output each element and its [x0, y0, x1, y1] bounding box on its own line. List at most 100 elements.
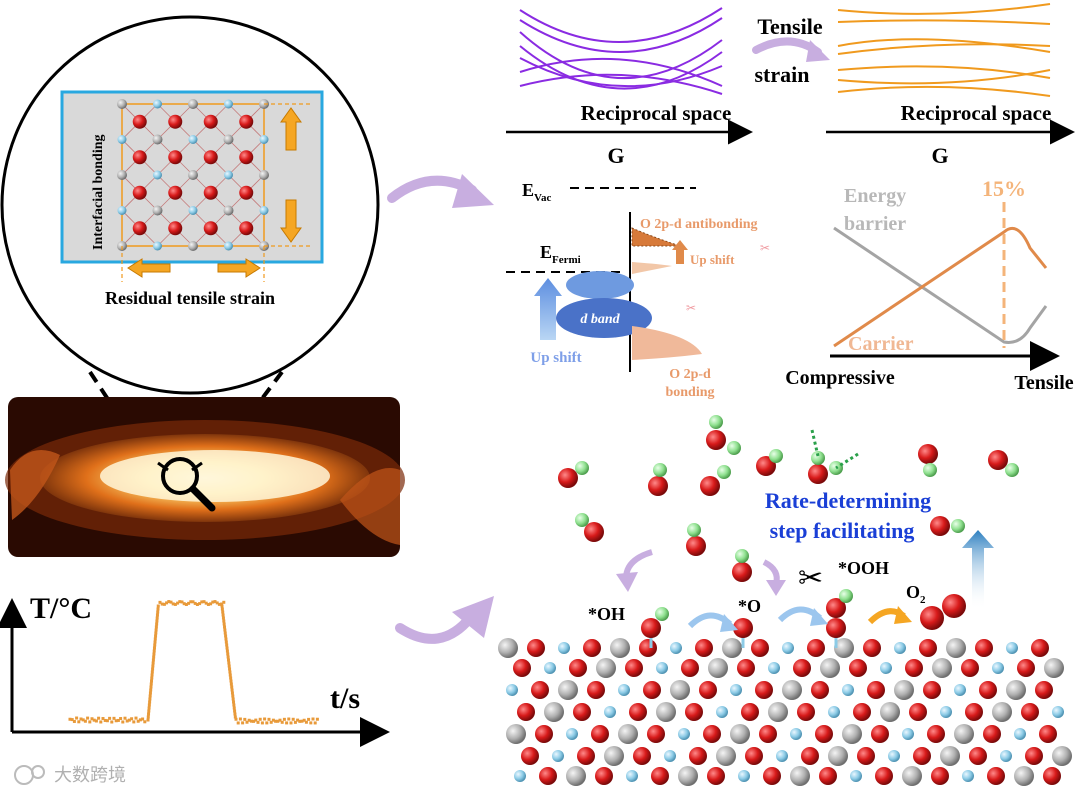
- lattice-atoms: [117, 99, 269, 251]
- metal-atom: [902, 766, 922, 786]
- o-label: *O: [738, 596, 761, 616]
- trace-point: [154, 625, 158, 629]
- light-atom: [117, 206, 127, 215]
- trace-point: [165, 601, 169, 605]
- oxygen-atom: [756, 456, 776, 476]
- trace-point: [97, 716, 101, 720]
- light-atom: [670, 642, 682, 654]
- trace-point: [127, 718, 131, 722]
- oer-surface-scene: Rate-determining step facilitating *OH *…: [498, 415, 1072, 786]
- trace-point: [260, 721, 264, 725]
- trace-point: [282, 717, 286, 721]
- oxygen-atom: [826, 598, 846, 618]
- light-atom: [850, 770, 862, 782]
- oxygen-atom: [919, 639, 937, 657]
- oxygen-atom: [909, 703, 927, 721]
- trace-point: [155, 613, 159, 617]
- light-atom: [153, 170, 162, 180]
- light-atom: [259, 135, 269, 144]
- oxygen-atom: [763, 767, 781, 785]
- light-atom: [768, 662, 780, 674]
- light-atom: [664, 750, 676, 762]
- trace-point: [70, 718, 74, 722]
- trace-point: [79, 717, 83, 721]
- trace-point: [150, 676, 154, 680]
- metal-atom: [596, 658, 616, 678]
- hydrogen-atom: [1005, 463, 1019, 477]
- trace-point: [178, 600, 182, 604]
- o2-release-arrow: [962, 530, 994, 610]
- tensile-arrow-left: [127, 258, 171, 278]
- trace-point: [147, 703, 151, 707]
- d-band-lower: [556, 298, 652, 338]
- trace-point: [134, 716, 138, 720]
- metal-atom: [152, 134, 163, 145]
- metal-atom: [610, 638, 630, 658]
- trace-point: [276, 719, 280, 723]
- metal-atom: [618, 724, 638, 744]
- trace-point: [182, 602, 186, 606]
- trace-point: [224, 634, 228, 638]
- ooh-label: *OOH: [838, 558, 889, 578]
- trace-point: [228, 670, 232, 674]
- trace-point: [223, 625, 227, 629]
- oxygen-atom: [703, 725, 721, 743]
- oxygen-atom: [203, 221, 218, 236]
- bonding-label-2: bonding: [665, 385, 714, 400]
- trace-point: [287, 717, 291, 721]
- oxygen-atom: [203, 150, 218, 165]
- light-atom: [1000, 750, 1012, 762]
- oxygen-atom: [923, 681, 941, 699]
- trace-point: [232, 703, 236, 707]
- thermal-profile-chart: T/°C t/s: [0, 592, 390, 747]
- trace-point: [147, 706, 151, 710]
- light-atom: [776, 750, 788, 762]
- oxygen-atom: [942, 594, 966, 618]
- metal-atom: [992, 702, 1012, 722]
- oxygen-atom: [584, 522, 604, 542]
- trace-point: [176, 601, 180, 605]
- oxygen-atom: [755, 681, 773, 699]
- carrier-label: Carrier: [848, 333, 914, 355]
- trace-point: [227, 661, 231, 665]
- trace-point: [256, 720, 260, 724]
- oxygen-atom: [647, 725, 665, 743]
- metal-atom: [716, 746, 736, 766]
- oxygen-atom: [203, 185, 218, 200]
- tensile-word: Tensile: [757, 14, 822, 39]
- trace-point: [154, 631, 158, 635]
- oxygen-atom: [239, 185, 254, 200]
- light-atom: [790, 728, 802, 740]
- trace-point: [232, 706, 236, 710]
- metal-atom: [834, 638, 854, 658]
- metal-atom: [1044, 658, 1064, 678]
- oxygen-atom: [689, 747, 707, 765]
- oxygen-atom: [685, 703, 703, 721]
- hydrogen-atom: [951, 519, 965, 533]
- trace-point: [149, 688, 153, 692]
- oxygen-atom: [686, 536, 706, 556]
- lattice-magnifier: Interfacial bonding Residual tensile str…: [0, 15, 380, 395]
- metal-atom: [670, 680, 690, 700]
- oxygen-atom: [1025, 747, 1043, 765]
- oxygen-atom: [751, 639, 769, 657]
- light-atom: [782, 642, 794, 654]
- metal-atom: [708, 658, 728, 678]
- trace-point: [217, 602, 221, 606]
- evac-label: EVac: [522, 180, 551, 204]
- metal-atom: [678, 766, 698, 786]
- light-atom: [828, 706, 840, 718]
- trace-point: [141, 717, 145, 721]
- trace-point: [229, 679, 233, 683]
- trace-point: [229, 682, 233, 686]
- energy-barrier-1: Energy: [844, 185, 906, 207]
- trace-point: [83, 719, 87, 723]
- trace-point: [180, 600, 184, 604]
- trace-point: [300, 719, 304, 723]
- antibonding-label: O 2p-d antibonding: [640, 217, 758, 232]
- trace-point: [162, 602, 166, 606]
- band-structure-compressed: Reciprocal space G: [506, 7, 753, 168]
- trace-point: [155, 622, 159, 626]
- oxygen-atom: [969, 747, 987, 765]
- small-mark-1: ✂: [760, 241, 770, 255]
